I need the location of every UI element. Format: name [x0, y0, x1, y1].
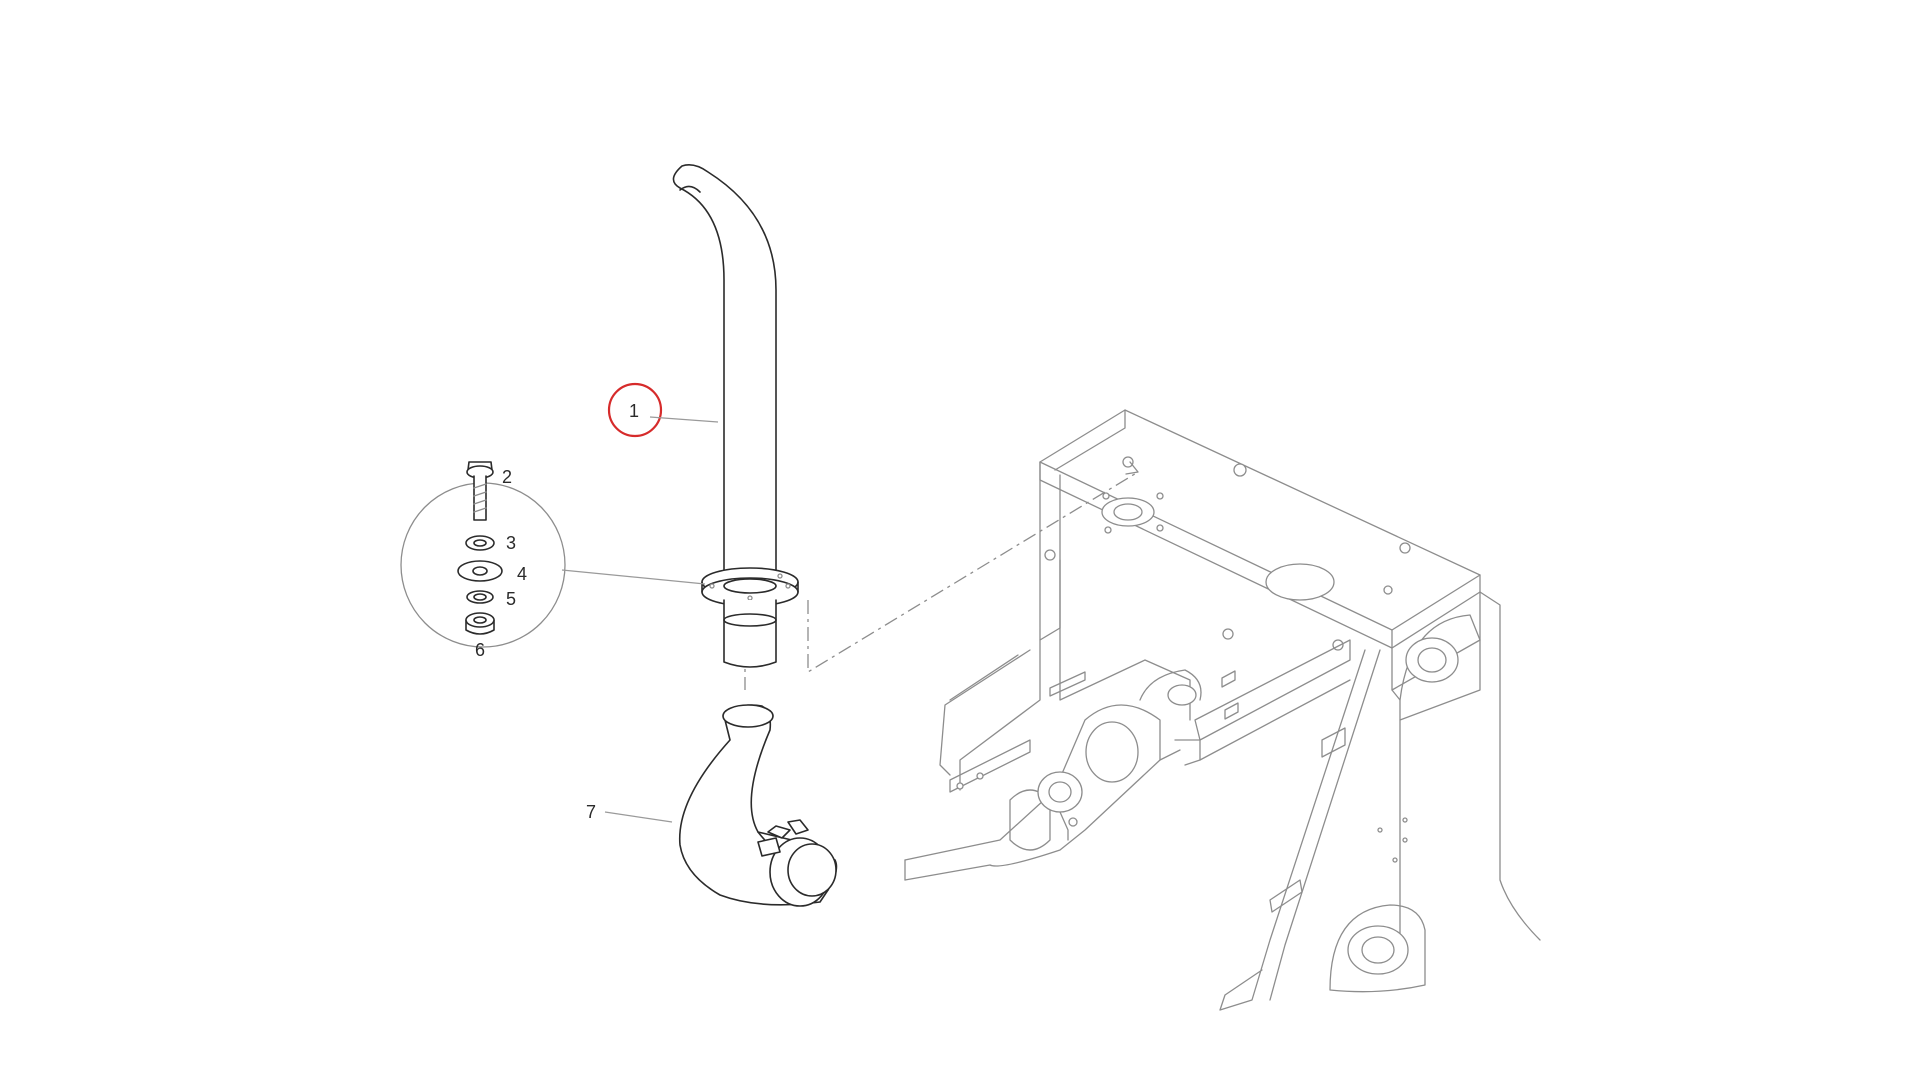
callout-3-label[interactable]: 3 [506, 533, 516, 553]
callout-7-label[interactable]: 7 [586, 802, 596, 822]
part-1-exhaust-stack [672, 164, 799, 668]
hardware-detail [400, 461, 706, 648]
part-4-large-washer [457, 560, 503, 582]
callout-2-label[interactable]: 2 [502, 467, 512, 487]
callout-1-label[interactable]: 1 [629, 401, 639, 421]
part-3-washer [465, 535, 495, 551]
part-7-elbow-hose [678, 704, 838, 907]
part-2-bolt [466, 461, 494, 521]
callouts: 1 2 3 4 5 6 7 [475, 382, 719, 823]
callout-5-label[interactable]: 5 [506, 589, 516, 609]
callout-6-label[interactable]: 6 [475, 640, 485, 660]
callout-1-highlight-ring [607, 382, 663, 438]
machine-frame-drawing [904, 409, 1541, 1011]
callout-4-label[interactable]: 4 [517, 564, 527, 584]
part-5-lock-washer [466, 590, 494, 604]
part-6-nut [465, 612, 495, 635]
assembly-path-line [744, 461, 1139, 690]
